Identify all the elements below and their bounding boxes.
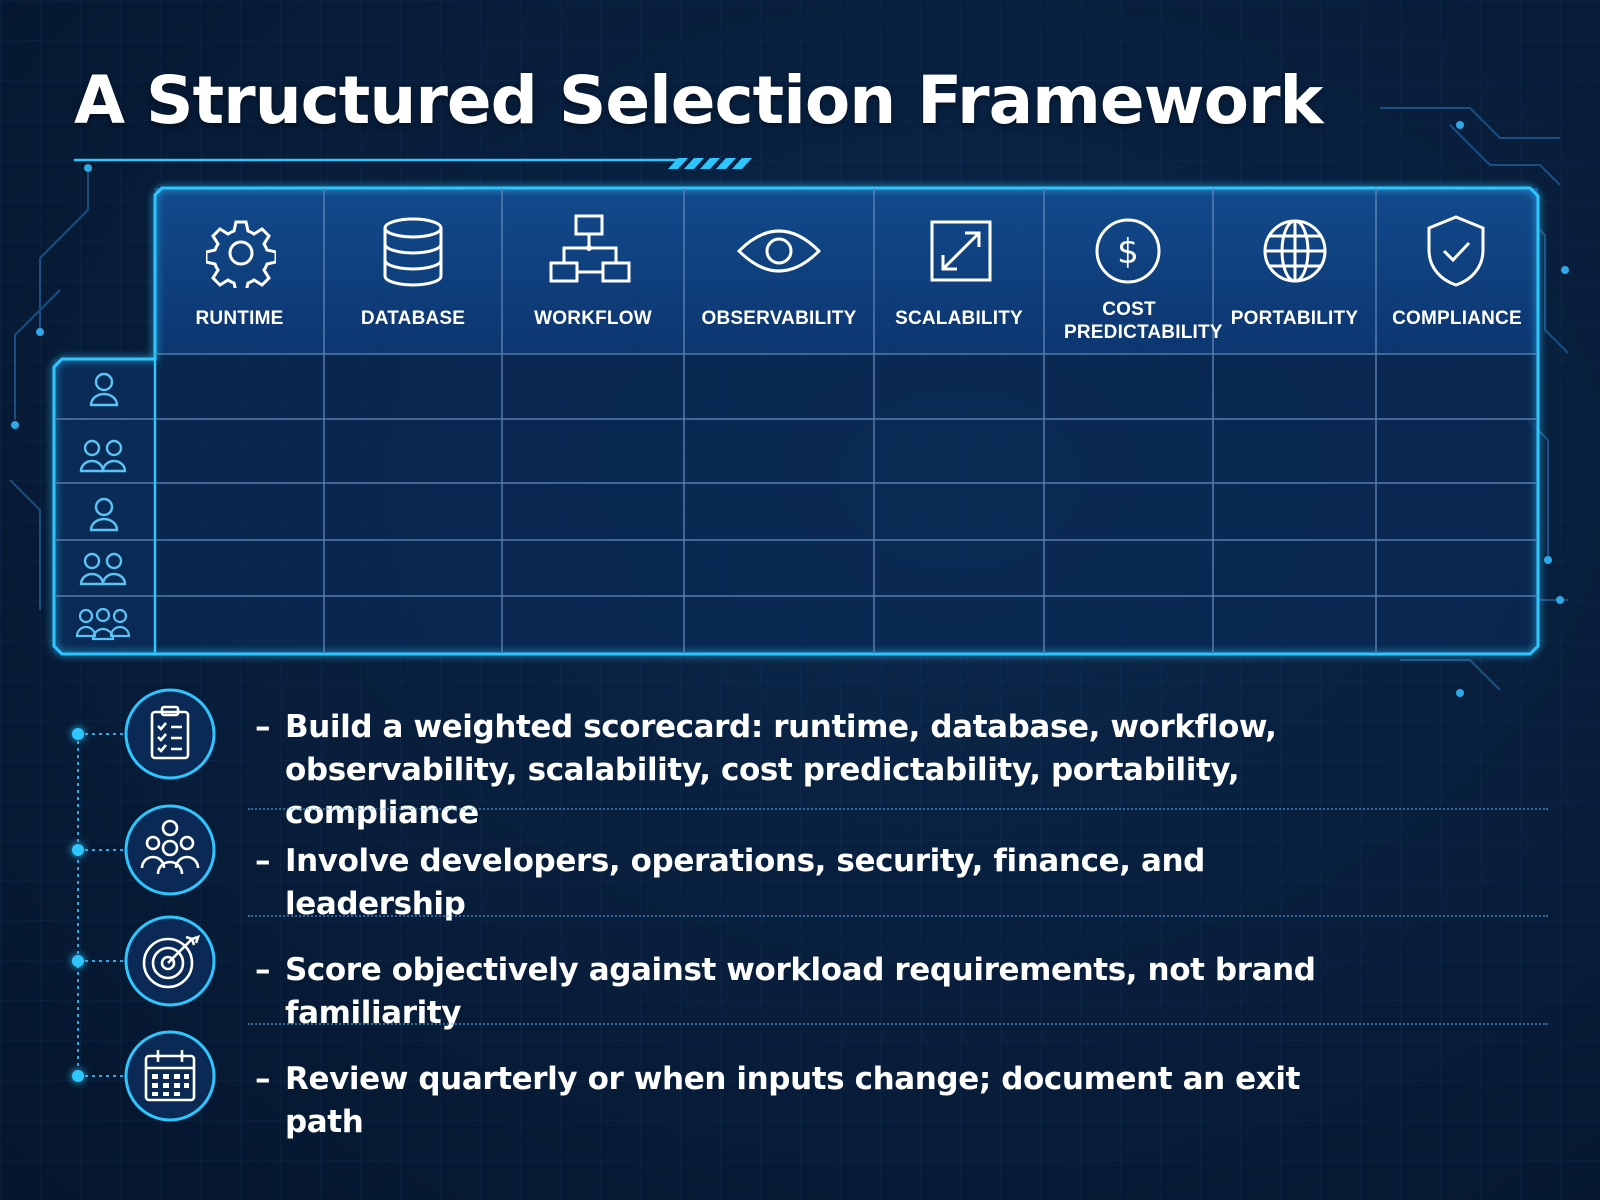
users-icon xyxy=(79,439,127,473)
title-underline xyxy=(74,158,752,169)
bullet-1: – Build a weighted scorecard: runtime, d… xyxy=(255,706,1375,835)
bullet-dash: – xyxy=(255,709,271,745)
expand-icon xyxy=(930,220,992,282)
bullet-1-text: Build a weighted scorecard: runtime, dat… xyxy=(285,709,1277,831)
bullet-2: – Involve developers, operations, securi… xyxy=(255,840,1375,926)
shield-check-icon xyxy=(1427,215,1485,287)
bullet-divider xyxy=(248,1023,1548,1025)
connector-dot xyxy=(72,844,84,856)
user-icon xyxy=(89,372,119,407)
target-icon xyxy=(124,915,216,1007)
column-runtime: RUNTIME xyxy=(195,308,284,329)
connector-dot xyxy=(72,955,84,967)
column-portability: PORTABILITY xyxy=(1230,308,1359,329)
bullet-4-text: Review quarterly or when inputs change; … xyxy=(285,1061,1301,1140)
bullet-dash: – xyxy=(255,1061,271,1097)
bullet-4: – Review quarterly or when inputs change… xyxy=(255,1058,1375,1144)
connector-dot xyxy=(72,728,84,740)
bullet-dash: – xyxy=(255,952,271,988)
bullet-3: – Score objectively against workload req… xyxy=(255,949,1375,1035)
bullet-2-text: Involve developers, operations, security… xyxy=(285,843,1205,922)
dollar-icon: $ xyxy=(1095,218,1161,284)
team-icon xyxy=(124,804,216,896)
database-icon xyxy=(383,217,443,287)
column-cost-predictability: COST PREDICTABILITY xyxy=(1064,299,1223,343)
user-icon xyxy=(89,497,119,532)
column-database: DATABASE xyxy=(360,308,466,329)
eye-icon xyxy=(736,229,822,273)
column-scalability: SCALABILITY xyxy=(895,308,1023,329)
connector-dot xyxy=(72,1070,84,1082)
svg-text:$: $ xyxy=(1117,232,1139,272)
gear-icon xyxy=(206,220,276,288)
users-icon xyxy=(79,552,127,586)
bullet-divider xyxy=(248,915,1548,917)
matrix-body xyxy=(155,354,1538,654)
globe-icon xyxy=(1263,219,1327,283)
calendar-icon xyxy=(124,1030,216,1122)
column-compliance: COMPLIANCE xyxy=(1392,308,1522,329)
workflow-icon xyxy=(549,214,631,283)
page-title: A Structured Selection Framework xyxy=(74,62,1323,139)
group-icon xyxy=(75,607,131,641)
column-observability: OBSERVABILITY xyxy=(701,308,857,329)
matrix-row-header xyxy=(54,359,155,654)
clipboard-checklist-icon xyxy=(124,688,216,780)
column-workflow: WORKFLOW xyxy=(534,308,652,329)
bullet-connector xyxy=(77,733,124,1077)
bullet-dash: – xyxy=(255,843,271,879)
bullet-divider xyxy=(248,808,1548,810)
bullet-3-text: Score objectively against workload requi… xyxy=(285,952,1316,1031)
